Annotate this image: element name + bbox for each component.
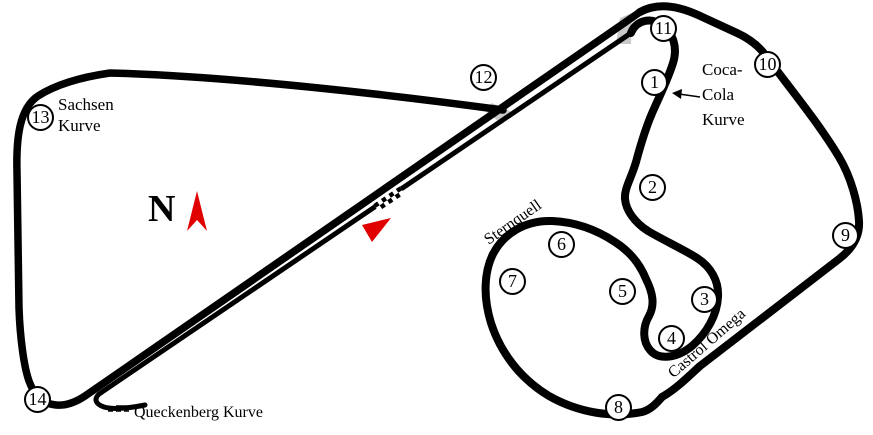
label-coca-cola-line3: Kurve: [702, 110, 745, 129]
corner-marker-14: 14: [24, 386, 51, 413]
label-coca-cola-line1: Coca-: [702, 60, 743, 79]
start-finish-checkered-line: [373, 186, 405, 212]
label-sachsen-kurve-line1: Sachsen: [58, 95, 114, 114]
label-sachsen-kurve: Sachsen Kurve: [58, 94, 114, 136]
label-queckenberg-kurve: Queckenberg Kurve: [134, 404, 263, 421]
corner-marker-11: 11: [650, 15, 677, 42]
label-coca-cola-line2: Cola: [702, 85, 735, 104]
queckenberg-leader-dashes: [108, 405, 132, 412]
corner-marker-10: 10: [754, 51, 781, 78]
compass-needle-icon: [187, 191, 207, 231]
track-east-outer-section: [636, 2, 864, 401]
label-sachsen-kurve-line2: Kurve: [58, 116, 101, 135]
track-start-finish-straight-and-west-loop: [13, 8, 644, 409]
track-parallel-section: [93, 30, 634, 411]
compass-north-label: N: [148, 188, 176, 230]
corner-marker-13: 13: [27, 104, 54, 131]
corner-marker-4: 4: [658, 325, 685, 352]
race-direction-arrow-icon: [362, 218, 391, 242]
label-coca-cola-kurve: Coca- Cola Kurve: [702, 57, 744, 132]
corner-marker-8: 8: [605, 394, 632, 421]
corner-marker-7: 7: [499, 268, 526, 295]
corner-marker-5: 5: [609, 278, 636, 305]
track-inner-complex-section: [481, 16, 723, 419]
corner-marker-12: 12: [470, 64, 497, 91]
corner-marker-6: 6: [548, 231, 575, 258]
corner-marker-2: 2: [639, 174, 666, 201]
corner-marker-3: 3: [691, 286, 718, 313]
corner-marker-9: 9: [832, 222, 859, 249]
corner-marker-1: 1: [641, 69, 668, 96]
coca-cola-leader-arrow: [672, 89, 701, 99]
